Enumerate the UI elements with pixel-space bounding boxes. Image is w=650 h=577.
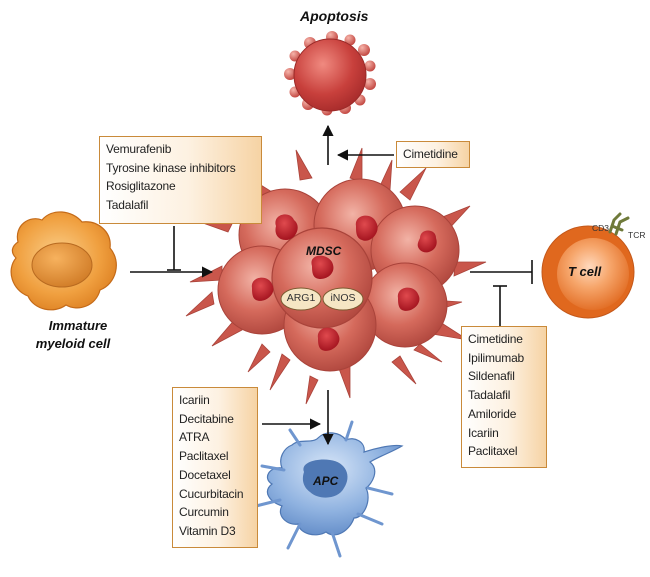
cd3-label: CD3 — [592, 223, 610, 233]
drug-item: Icariin — [468, 425, 499, 440]
drug-item: Cucurbitacin — [179, 486, 244, 501]
drug-item: Rosiglitazone — [106, 179, 176, 194]
apc-cell — [254, 420, 404, 558]
drug-item: Paclitaxel — [468, 444, 518, 459]
drug-item: Paclitaxel — [179, 449, 229, 464]
drug-item: Docetaxel — [179, 467, 231, 482]
apoptotic-cell — [284, 31, 376, 116]
drug-item: Vitamin D3 — [179, 523, 236, 538]
drug-item: ATRA — [179, 430, 210, 445]
apoptosis-label: Apoptosis — [300, 8, 369, 24]
arg1-oval — [280, 287, 322, 311]
drug-item: Decitabine — [179, 411, 234, 426]
drug-item: Tadalafil — [106, 198, 149, 213]
apc-label: APC — [313, 474, 339, 488]
immature-nucleus — [31, 242, 93, 288]
immature-label-line1: Immature — [48, 318, 108, 333]
arg1-label: ARG1 — [286, 292, 316, 304]
drug-item: Cimetidine — [403, 147, 458, 161]
mdsc-label: MDSC — [306, 244, 342, 258]
drug-box-apoptosis: Cimetidine — [396, 141, 470, 168]
inos-oval — [322, 287, 364, 311]
drug-item: Ipilimumab — [468, 350, 525, 365]
drug-item: Icariin — [179, 393, 210, 407]
drug-item: Vemurafenib — [106, 142, 172, 156]
t-cell-label: T cell — [568, 264, 602, 279]
apc-nucleus — [302, 459, 348, 498]
mdsc-nuclei — [251, 214, 437, 351]
drug-item: Curcumin — [179, 505, 229, 520]
drug-item: Tadalafil — [468, 388, 511, 403]
immature-myeloid-cell — [10, 211, 117, 311]
drug-item: Sildenafil — [468, 369, 515, 384]
tcr-receptor-icon — [608, 212, 630, 236]
immature-label-line2: myeloid cell — [35, 336, 111, 351]
t-cell — [541, 212, 635, 319]
drug-item: Tyrosine kinase inhibitors — [106, 160, 236, 175]
tcr-label: TCR — [628, 230, 646, 240]
inos-label: iNOS — [330, 292, 356, 304]
connectors — [130, 124, 533, 446]
drug-item: Amiloride — [468, 406, 517, 421]
drug-item: Cimetidine — [468, 332, 523, 346]
